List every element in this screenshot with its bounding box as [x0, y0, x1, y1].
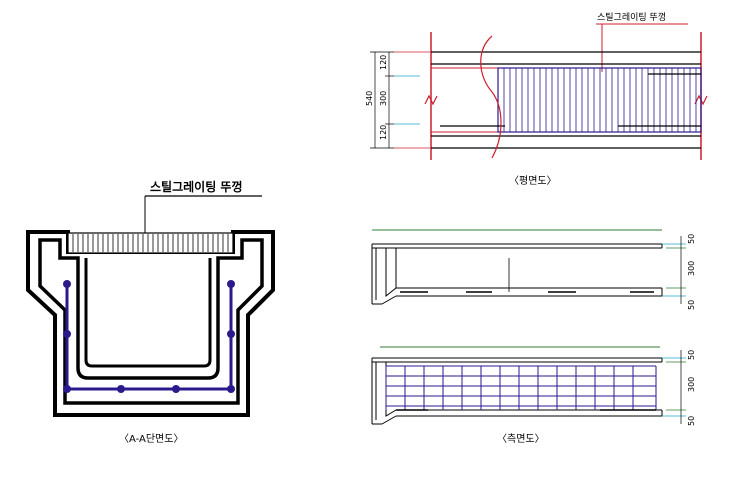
rebar-cage — [65, 284, 233, 391]
plan-dim-top: 120 — [379, 55, 388, 70]
side-view-upper: 50 300 50 — [371, 229, 696, 310]
plan-cut-line — [480, 35, 502, 159]
trough-inner — [84, 258, 212, 368]
side-upper-dim-bottom: 50 — [687, 300, 696, 310]
channel-inner-wall — [38, 238, 264, 405]
grating-bars — [72, 234, 229, 252]
plan-outlines — [431, 51, 701, 149]
rebar-dots — [63, 280, 235, 393]
side-upper-outline — [371, 243, 663, 305]
side-lower-grid-vertical — [385, 366, 657, 410]
section-view: 스틸그레이팅 뚜껑 — [26, 179, 275, 445]
plan-dim-middle: 300 — [379, 91, 388, 106]
plan-extension-lines — [394, 51, 430, 149]
side-upper-dims — [662, 236, 686, 304]
section-caption: 〈A-A단면도〉 — [119, 433, 183, 445]
side-view-lower: 50 300 50 〈측면도〉 — [371, 346, 696, 445]
side-lower-dim-middle: 300 — [687, 377, 696, 392]
side-lower-outline — [371, 357, 663, 425]
side-lower-dim-top: 50 — [687, 350, 696, 360]
side-lower-dims — [662, 350, 686, 424]
side-upper-dim-middle: 300 — [687, 261, 696, 276]
plan-dimension-lines — [370, 51, 394, 149]
plan-dim-bottom: 120 — [379, 125, 388, 140]
plan-callout-label: 스틸그레이팅 뚜껑 — [597, 11, 666, 23]
plan-break-left — [424, 94, 438, 106]
plan-dim-total: 540 — [365, 91, 374, 106]
side-lower-dim-bottom: 50 — [687, 416, 696, 426]
plan-grating — [497, 67, 702, 133]
plan-inner-edges — [431, 67, 701, 133]
side-lower-grid-horizontal — [386, 365, 656, 407]
plan-rebar-marks — [440, 73, 701, 127]
section-callout-label: 스틸그레이팅 뚜껑 — [150, 179, 243, 194]
plan-grating-bars — [503, 68, 697, 132]
grating-lid — [67, 232, 234, 254]
side-upper-dim-top: 50 — [687, 234, 696, 244]
plan-view: 스틸그레이팅 뚜껑 — [365, 11, 708, 187]
side-caption: 〈측면도〉 — [497, 433, 545, 445]
plan-caption: 〈평면도〉 — [509, 175, 557, 187]
